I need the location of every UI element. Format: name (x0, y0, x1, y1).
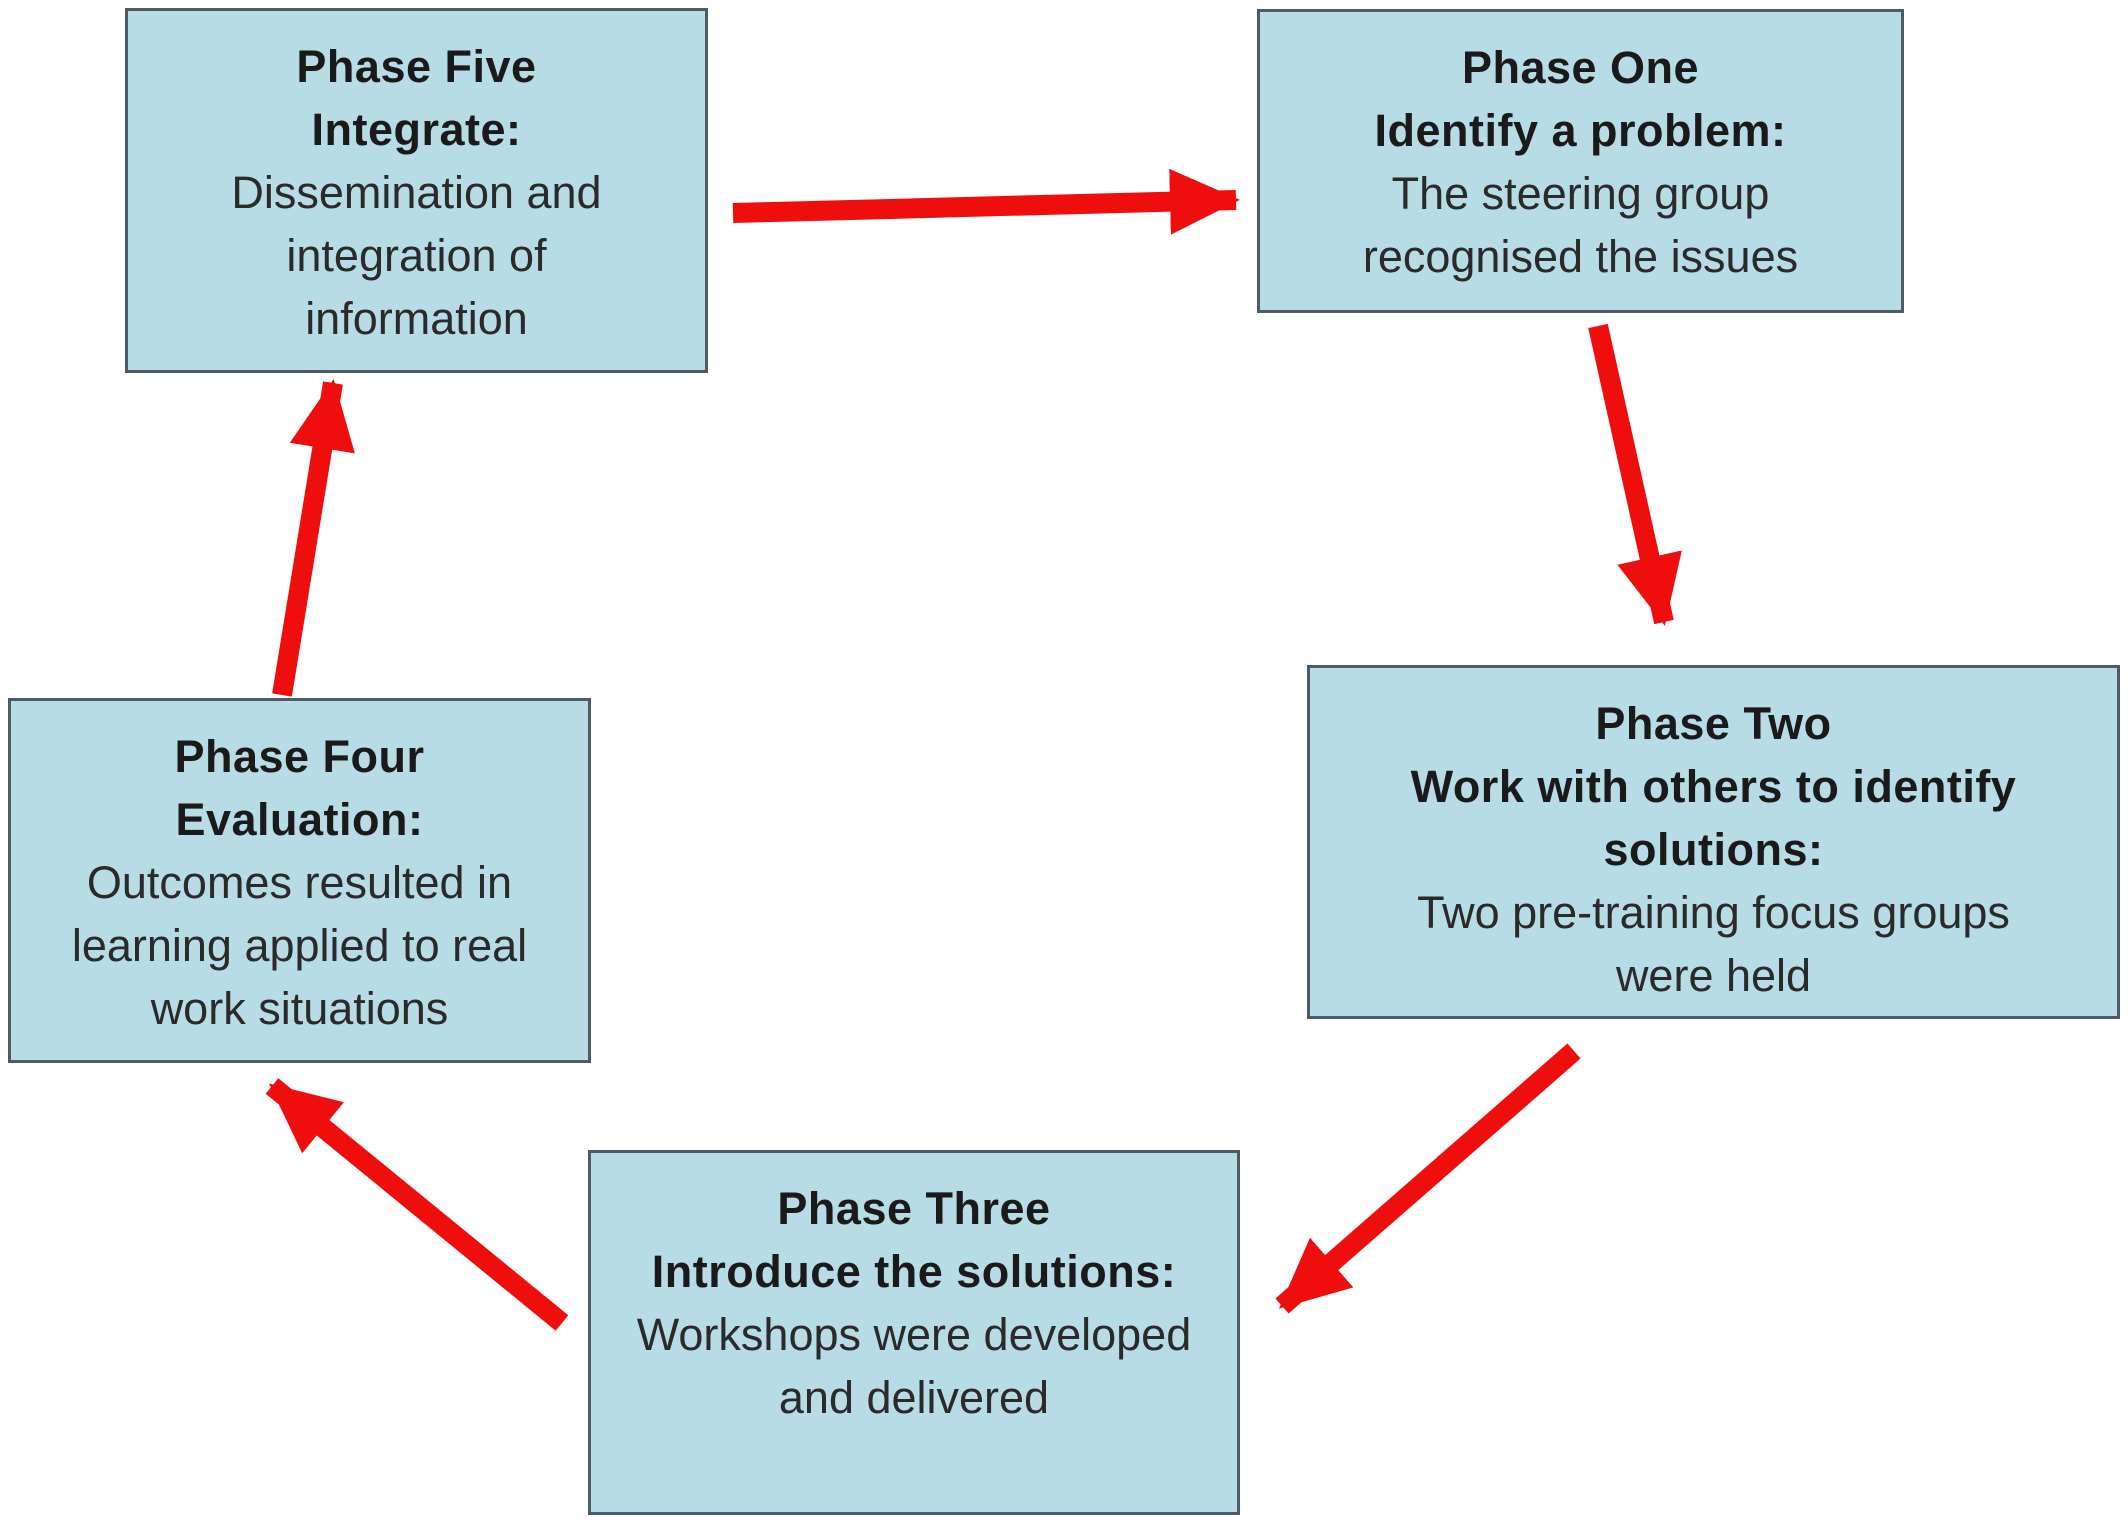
arrow-phase-one-to-phase-two (1588, 323, 1682, 626)
phase-three-title: Phase Three (777, 1183, 1051, 1234)
phase-five-description: Dissemination and integration of informa… (231, 167, 602, 344)
phase-two-box: Phase Two Work with others to identify s… (1307, 665, 2120, 1019)
phase-five-title: Phase Five (296, 41, 537, 92)
phase-three-heading: Introduce the solutions: (651, 1246, 1177, 1297)
arrow-phase-two-to-phase-three (1275, 1043, 1581, 1314)
phase-three-description: Workshops were developed and delivered (636, 1309, 1192, 1423)
phase-two-heading: Work with others to identify solutions: (1410, 761, 2017, 875)
phase-one-title: Phase One (1461, 42, 1700, 93)
phase-five-box: Phase Five Integrate: Dissemination and … (125, 8, 708, 373)
phase-four-title: Phase Four (174, 731, 425, 782)
phase-four-heading: Evaluation: (175, 794, 424, 845)
arrow-phase-three-to-phase-four (265, 1078, 569, 1331)
phase-five-heading: Integrate: (311, 104, 522, 155)
phase-three-box: Phase Three Introduce the solutions: Wor… (588, 1150, 1240, 1515)
phase-four-description: Outcomes resulted in learning applied to… (71, 857, 528, 1034)
phase-four-box: Phase Four Evaluation: Outcomes resulted… (8, 698, 591, 1063)
phase-two-title: Phase Two (1595, 698, 1832, 749)
arrow-phase-five-to-phase-one (732, 168, 1240, 235)
phase-two-description: Two pre-training focus groups were held (1417, 887, 2010, 1001)
arrow-phase-four-to-phase-five (272, 379, 355, 697)
phase-one-box: Phase One Identify a problem: The steeri… (1257, 9, 1904, 313)
phase-one-description: The steering group recognised the issues (1362, 168, 1799, 282)
phase-one-heading: Identify a problem: (1374, 105, 1787, 156)
